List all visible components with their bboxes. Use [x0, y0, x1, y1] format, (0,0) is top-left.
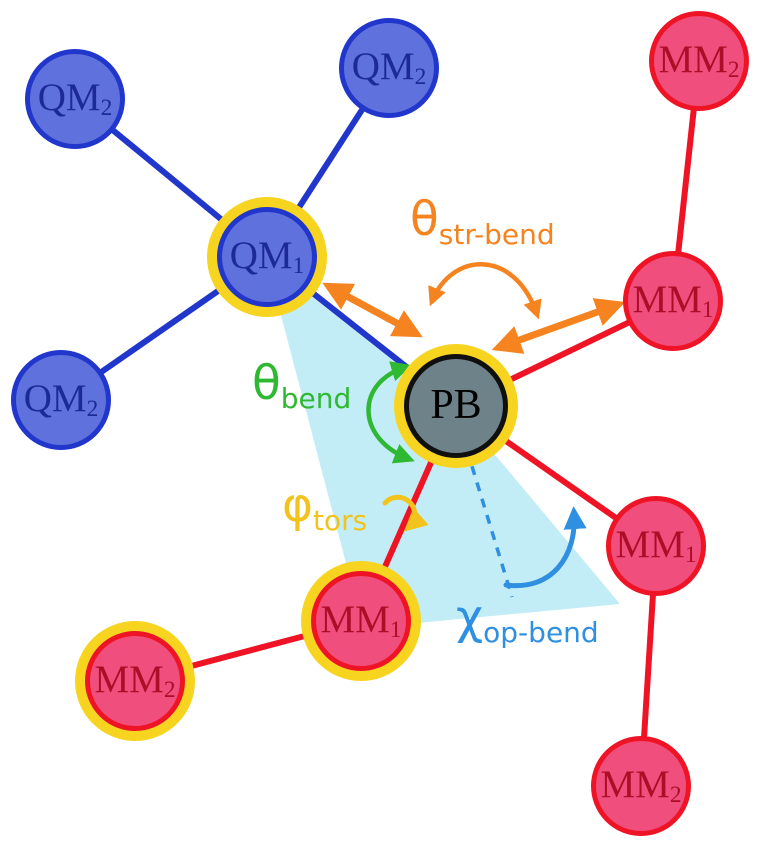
label-base: MM [632, 277, 702, 321]
label-sub: 2 [163, 676, 176, 703]
node-mm1-bottom: MM1 [311, 571, 411, 671]
label-base: QM [23, 376, 87, 420]
node-mm1-lower-right: MM1 [606, 496, 706, 596]
node-mm2-bottom-right: MM2 [591, 736, 691, 836]
bend-subscript: bend [280, 381, 352, 415]
node-mm2-top-right: MM2 [649, 11, 749, 111]
node-qm2-middle-left: QM2 [11, 350, 111, 450]
label-base: MM [320, 597, 390, 641]
label-base: MM [600, 762, 670, 806]
label-base: MM [615, 522, 685, 566]
node-mm2-bottom-right-label: MM2 [600, 765, 681, 808]
label-phi-tors: φtors [282, 482, 367, 535]
str-bend-arrow-pb-mm1 [491, 298, 626, 354]
node-qm2-top-left-label: QM2 [38, 78, 113, 121]
label-sub: 1 [684, 541, 697, 568]
node-mm2-bottom-left: MM2 [85, 631, 185, 731]
label-sub: 2 [727, 56, 740, 83]
chi-symbol: χ [456, 590, 484, 645]
label-theta-bend: θbend [252, 360, 351, 413]
label-base: PB [430, 381, 482, 428]
node-mm1-right: MM1 [623, 251, 723, 351]
label-sub: 2 [414, 63, 427, 90]
node-qm2-top-left: QM2 [25, 49, 125, 149]
node-pb-label: PB [430, 384, 481, 429]
node-mm1-bottom-label: MM1 [320, 600, 401, 643]
phi-symbol: φ [282, 478, 314, 533]
node-pb: PB [404, 354, 508, 458]
label-base: QM [351, 44, 415, 88]
str-bend-subscript: str-bend [438, 217, 555, 251]
str-bend-arrow-qm1-pb [322, 282, 423, 338]
label-sub: 1 [292, 252, 305, 279]
label-theta-str-bend: θstr-bend [410, 196, 555, 249]
label-chi-op-bend: χop-bend [456, 594, 599, 647]
node-mm2-bottom-left-label: MM2 [94, 660, 175, 703]
theta-symbol: θ [252, 356, 281, 411]
node-mm1-lower-right-label: MM1 [615, 525, 696, 568]
node-qm2-top-middle-label: QM2 [352, 47, 427, 90]
label-sub: 2 [86, 395, 99, 422]
node-mm2-top-right-label: MM2 [658, 40, 739, 83]
label-base: MM [658, 37, 728, 81]
label-sub: 2 [669, 781, 682, 808]
node-qm2-top-middle: QM2 [339, 18, 439, 118]
op-bend-subscript: op-bend [483, 615, 599, 649]
theta-symbol: θ [410, 192, 439, 247]
label-sub: 1 [389, 616, 402, 643]
tors-subscript: tors [313, 503, 368, 537]
label-sub: 2 [100, 94, 113, 121]
node-qm2-middle-left-label: QM2 [24, 379, 99, 422]
op-bend-arrow [503, 506, 587, 589]
op-bend-dashed-line [465, 449, 514, 598]
label-base: QM [229, 233, 293, 277]
label-base: QM [37, 75, 101, 119]
node-qm1-label: QM1 [230, 236, 305, 279]
bend-angle-arrow [366, 361, 415, 464]
label-base: MM [94, 657, 164, 701]
node-qm1: QM1 [217, 207, 317, 307]
node-mm1-right-label: MM1 [632, 280, 713, 323]
str-bend-coupling-arc [428, 262, 542, 320]
label-sub: 1 [701, 296, 714, 323]
torsion-circular-arrow [382, 494, 429, 532]
